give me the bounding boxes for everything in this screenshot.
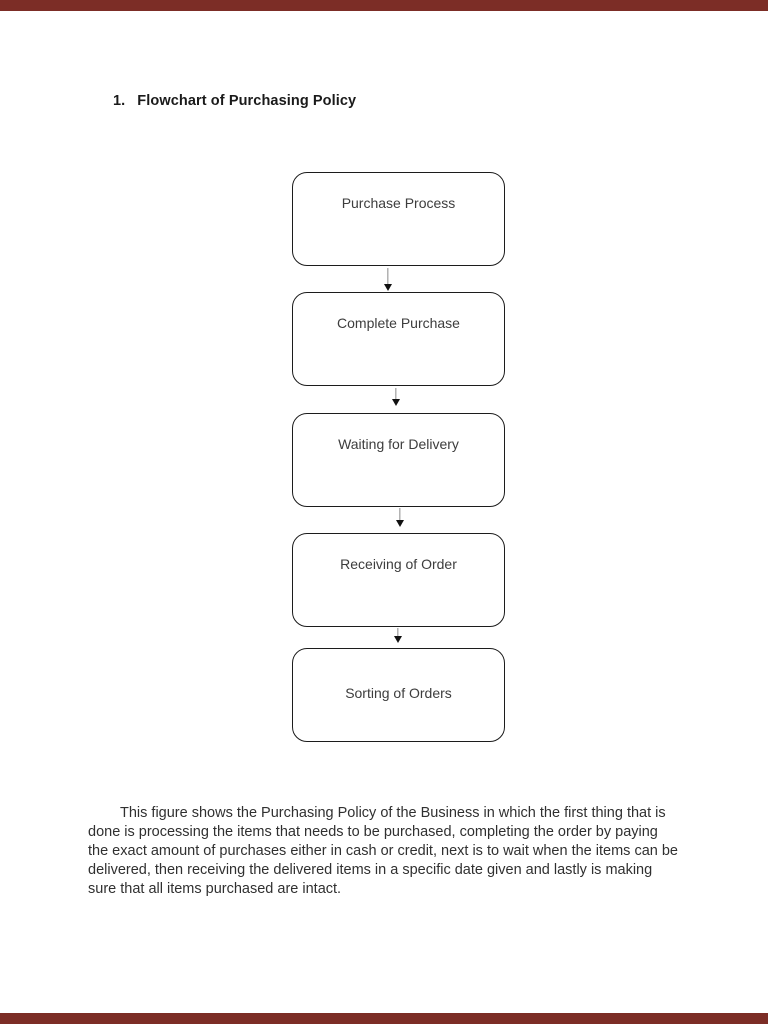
node-label: Sorting of Orders (345, 685, 452, 701)
flow-arrow-down-icon (393, 628, 402, 643)
arrow-shaft (386, 268, 389, 284)
viewer-top-bar (0, 0, 768, 11)
flowchart-node-complete-purchase: Complete Purchase (292, 292, 505, 386)
figure-description: This figure shows the Purchasing Policy … (88, 805, 678, 897)
arrow-shaft (398, 508, 401, 520)
node-label: Receiving of Order (340, 556, 457, 572)
flowchart-node-receiving-of-order: Receiving of Order (292, 533, 505, 627)
flowchart-node-purchase-process: Purchase Process (292, 172, 505, 266)
node-label: Purchase Process (341, 195, 456, 211)
arrow-head (383, 284, 392, 291)
viewer-bottom-bar (0, 1013, 768, 1024)
flow-arrow-down-icon (383, 268, 392, 291)
arrow-shaft (396, 628, 399, 636)
arrow-head (393, 636, 402, 643)
arrow-head (391, 399, 400, 406)
arrow-head (395, 520, 404, 527)
node-label: Waiting for Delivery (338, 436, 459, 452)
flowchart-node-waiting-for-delivery: Waiting for Delivery (292, 413, 505, 507)
arrow-shaft (394, 388, 397, 399)
heading-number: 1. (113, 93, 126, 109)
heading-title: Flowchart of Purchasing Policy (137, 93, 357, 109)
flow-arrow-down-icon (395, 508, 404, 527)
node-label: Complete Purchase (337, 315, 460, 331)
flowchart-node-sorting-of-orders: Sorting of Orders (292, 648, 505, 742)
flow-arrow-down-icon (391, 388, 400, 406)
section-heading: 1. Flowchart of Purchasing Policy (113, 93, 356, 109)
